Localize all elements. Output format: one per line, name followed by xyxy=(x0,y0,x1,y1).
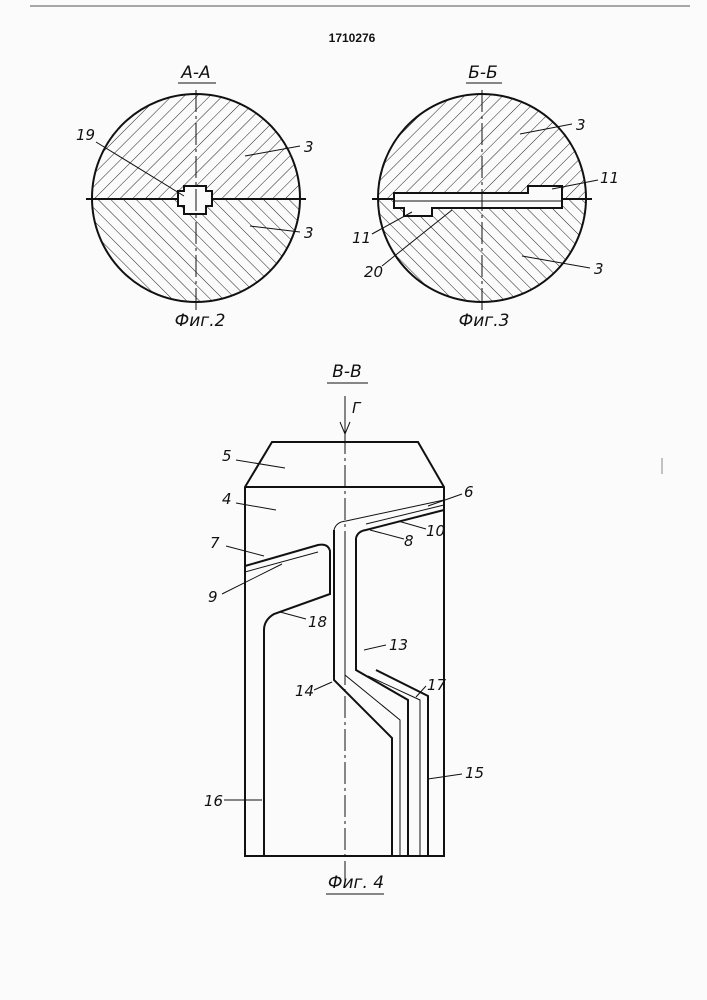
fig4-channel-7 xyxy=(245,545,330,856)
fig2-label-19: 19 xyxy=(76,126,95,144)
fig4-leader-10 xyxy=(398,521,426,529)
fig2-label-3-top: 3 xyxy=(304,138,314,156)
fig3-label-11-right: 11 xyxy=(600,169,619,187)
fig4-label-17: 17 xyxy=(427,676,447,694)
fig3-label-20: 20 xyxy=(364,263,383,281)
fig4-label-4: 4 xyxy=(222,490,232,508)
fig4-label-14: 14 xyxy=(295,682,314,700)
fig4-label-9: 9 xyxy=(208,588,218,606)
figure-4: В-В Г xyxy=(204,362,484,894)
fig4-caption: Фиг. 4 xyxy=(328,873,384,893)
fig4-label-7: 7 xyxy=(210,534,220,552)
fig2-section-label: А-А xyxy=(180,63,210,83)
fig4-label-8: 8 xyxy=(404,532,414,550)
figure-3: Б-Б 3 11 11 20 3 Фиг.3 xyxy=(352,63,619,331)
fig2-label-3-bottom: 3 xyxy=(304,224,314,242)
fig4-label-13: 13 xyxy=(389,636,408,654)
fig3-label-3-top: 3 xyxy=(576,116,586,134)
fig4-leader-18 xyxy=(280,612,306,619)
fig4-channel-13-left-wall xyxy=(334,530,392,856)
fig3-label-11-left: 11 xyxy=(352,229,371,247)
fig3-label-3-bottom: 3 xyxy=(594,260,604,278)
figure-2: А-А 19 3 3 Фиг.2 xyxy=(76,63,314,331)
fig4-leader-8 xyxy=(370,530,404,539)
fig4-label-15: 15 xyxy=(465,764,484,782)
fig4-leader-14 xyxy=(314,682,332,690)
fig4-label-6: 6 xyxy=(464,483,474,501)
fig4-label-5: 5 xyxy=(222,447,232,465)
fig4-label-18: 18 xyxy=(308,613,327,631)
patent-number: 1710276 xyxy=(329,31,376,45)
fig3-caption: Фиг.3 xyxy=(459,311,510,331)
fig3-section-label: Б-Б xyxy=(468,63,497,83)
fig4-view-arrow-label: Г xyxy=(352,399,362,417)
fig4-leader-13 xyxy=(364,645,386,650)
fig4-label-16: 16 xyxy=(204,792,223,810)
fig4-leader-9 xyxy=(222,564,282,594)
fig2-key-cavity xyxy=(178,186,212,214)
fig2-caption: Фиг.2 xyxy=(175,311,226,331)
fig4-label-10: 10 xyxy=(426,522,445,540)
fig4-channel-17 xyxy=(368,676,420,856)
fig4-section-label: В-В xyxy=(332,362,361,382)
fig4-leader-4 xyxy=(236,503,276,510)
